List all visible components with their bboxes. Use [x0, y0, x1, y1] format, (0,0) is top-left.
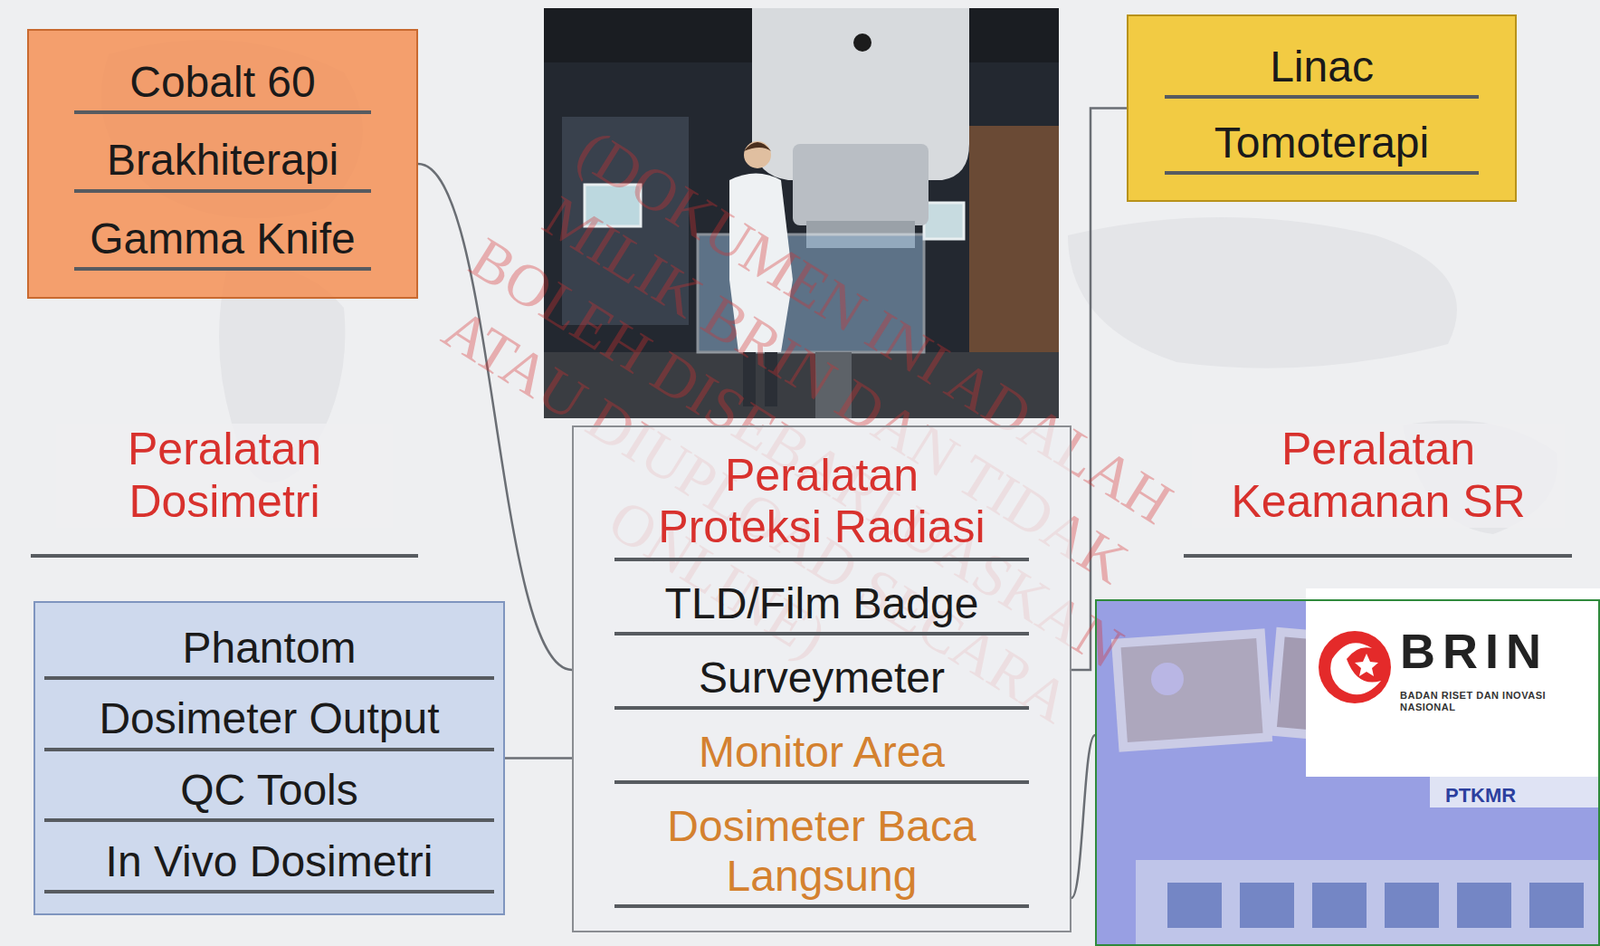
- protection-box: Peralatan Proteksi RadiasiTLD/Film Badge…: [571, 425, 1072, 933]
- photo-gantry-dot: [853, 33, 872, 52]
- logo-swirl: [1330, 642, 1381, 695]
- label-underline: [1183, 553, 1572, 558]
- photo-stand: [815, 352, 852, 419]
- item-row: QC Tools: [44, 764, 495, 822]
- logo-mark: [1318, 630, 1391, 704]
- item-row: Phantom: [44, 622, 495, 680]
- item-text: Monitor Area: [698, 726, 945, 777]
- item-text: Phantom: [181, 622, 356, 673]
- map-land: [1067, 217, 1458, 369]
- connector: [418, 163, 572, 670]
- item-text: Surveymeter: [698, 652, 945, 703]
- item-row: In Vivo Dosimetri: [44, 836, 495, 894]
- item-row: Surveymeter: [614, 652, 1029, 710]
- yellow-box: LinacTomoterapi: [1126, 14, 1517, 202]
- logo-subtitle: BADAN RISET DAN INOVASI NASIONAL: [1400, 689, 1581, 713]
- item-row: Dosimeter Output: [44, 693, 495, 751]
- orange-box: Cobalt 60 BrakhiterapiGamma Knife: [27, 28, 419, 299]
- label-underline: [30, 553, 419, 558]
- photo-person-hair: [743, 142, 772, 152]
- photo-monitor: [923, 202, 964, 239]
- photo-floor: [543, 352, 1059, 419]
- linac-photo: [543, 8, 1059, 419]
- panel-strip: [1429, 776, 1600, 808]
- photo-person-head: [743, 141, 772, 169]
- item-text: Cobalt 60: [129, 57, 315, 107]
- photo-wall: [561, 116, 689, 325]
- item-text: Linac: [1269, 41, 1374, 92]
- item-row: Brakhiterapi: [74, 134, 372, 192]
- item-row: Peralatan Proteksi Radiasi: [614, 449, 1029, 562]
- item-text: Dosimeter Output: [98, 693, 439, 743]
- item-row: Dosimeter Baca Langsung: [614, 800, 1029, 908]
- brin-panel: BRIN BADAN RISET DAN INOVASI NASIONAL PTKM…: [1095, 599, 1600, 946]
- logo-plate: [1305, 588, 1600, 777]
- unit-name: PTKMR: [1445, 783, 1516, 807]
- photo-person-coat: [729, 173, 793, 353]
- logo-star: [1354, 653, 1379, 677]
- item-row: Monitor Area: [614, 726, 1029, 784]
- photo-monitor: [584, 184, 641, 227]
- item-row: TLD/Film Badge: [614, 578, 1029, 636]
- label-slot: Peralatan Keamanan SR: [1183, 423, 1573, 528]
- connector: [1071, 108, 1127, 671]
- item-row: Tomoterapi: [1164, 117, 1479, 175]
- item-text: Gamma Knife: [89, 213, 355, 264]
- item-row: Gamma Knife: [74, 213, 372, 271]
- connector: [504, 756, 572, 760]
- item-row: Cobalt 60: [74, 57, 372, 115]
- group-heading: Peralatan Dosimetri: [56, 423, 393, 528]
- group-heading: Peralatan Keamanan SR: [1191, 423, 1565, 528]
- item-text: Tomoterapi: [1214, 117, 1429, 168]
- photo-collimator: [792, 143, 929, 226]
- item-row: Linac: [1164, 41, 1479, 99]
- photo-person-leg: [764, 352, 778, 407]
- photo-room: [543, 8, 1059, 419]
- photo-wood-wall: [969, 125, 1059, 353]
- item-text: TLD/Film Badge: [665, 578, 980, 629]
- blue-box: PhantomDosimeter Output QC Tools In Vivo D…: [33, 600, 505, 915]
- label-slot: Peralatan Dosimetri: [30, 423, 419, 528]
- item-text: Brakhiterapi: [106, 134, 339, 185]
- logo-word: BRIN: [1400, 622, 1549, 679]
- item-text: Dosimeter Baca Langsung: [640, 800, 1003, 901]
- item-text: Peralatan Proteksi Radiasi: [649, 449, 994, 554]
- item-text: QC Tools: [180, 764, 359, 815]
- photo-person-leg: [742, 352, 756, 407]
- brin-panel-art: [1095, 588, 1600, 946]
- item-text: In Vivo Dosimetri: [105, 836, 434, 886]
- connector: [1071, 734, 1096, 898]
